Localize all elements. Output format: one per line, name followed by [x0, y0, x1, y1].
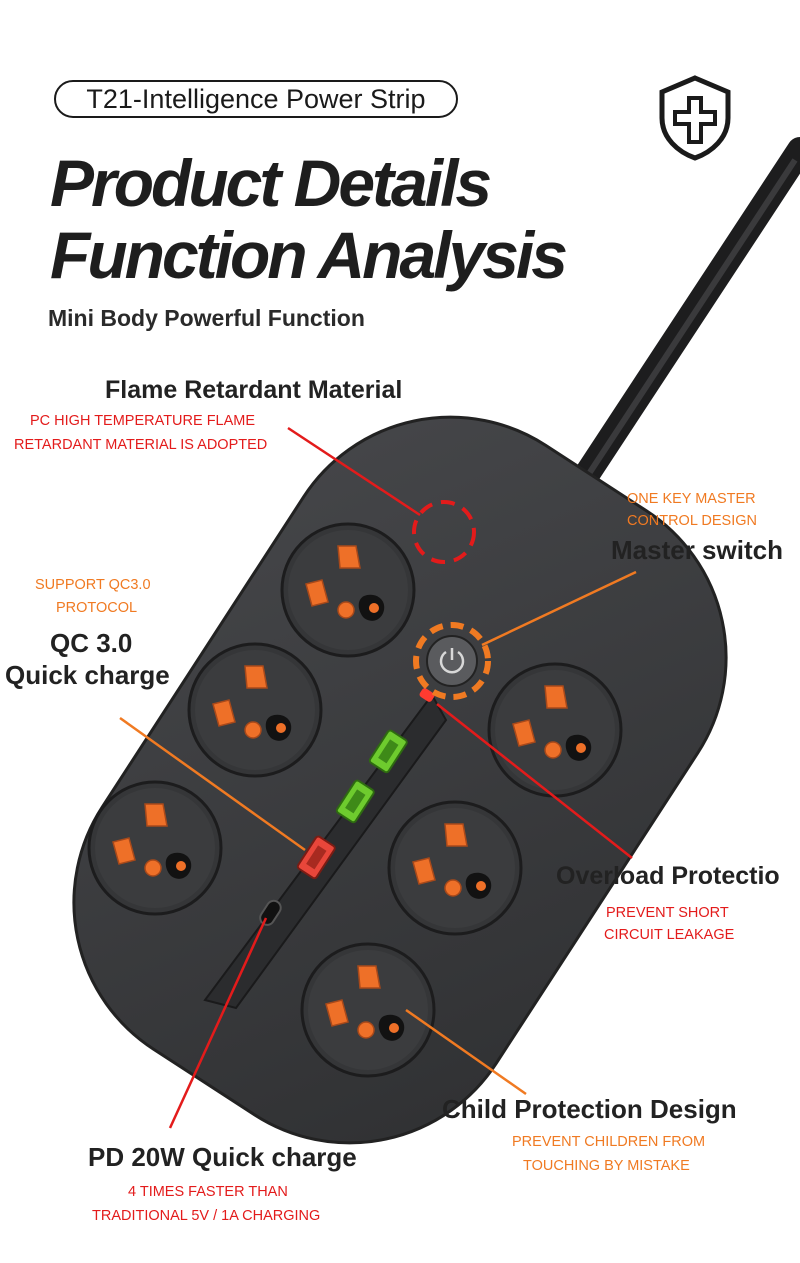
qc-title-2: Quick charge	[5, 660, 170, 690]
child-desc-1: PREVENT CHILDREN FROM	[512, 1134, 706, 1150]
child-title: Child Protection Design	[442, 1094, 737, 1124]
model-tag: T21-Intelligence Power Strip	[54, 80, 458, 118]
qc-desc-2: PROTOCOL	[56, 600, 138, 616]
headline-line-2: Function Analysis	[50, 218, 568, 292]
master-title: Master switch	[611, 535, 783, 565]
pd-title: PD 20W Quick charge	[88, 1142, 357, 1172]
master-desc-2: CONTROL DESIGN	[627, 513, 757, 529]
usb-port-green-2	[335, 779, 375, 824]
flame-title: Flame Retardant Material	[105, 376, 403, 404]
overload-title: Overload Protectio	[556, 862, 780, 890]
usb-port-green-1	[368, 729, 408, 774]
overload-desc-2: CIRCUIT LEAKAGE	[604, 927, 735, 943]
flame-desc-2: RETARDANT MATERIAL IS ADOPTED	[14, 437, 268, 453]
pd-desc-2: TRADITIONAL 5V / 1A CHARGING	[92, 1208, 321, 1224]
master-desc-1: ONE KEY MASTER	[627, 491, 756, 507]
flame-desc-1: PC HIGH TEMPERATURE FLAME	[30, 413, 256, 429]
shield-cross-icon	[659, 75, 731, 161]
qc-desc-1: SUPPORT QC3.0	[35, 577, 151, 593]
power-icon	[439, 648, 465, 674]
child-desc-2: TOUCHING BY MISTAKE	[523, 1158, 690, 1174]
pd-desc-1: 4 TIMES FASTER THAN	[128, 1184, 288, 1200]
usb-port-red	[296, 835, 336, 880]
headline-line-1: Product Details	[50, 146, 492, 220]
qc-title-1: QC 3.0	[50, 628, 133, 658]
subtitle: Mini Body Powerful Function	[48, 305, 365, 331]
overload-desc-1: PREVENT SHORT	[606, 905, 729, 921]
